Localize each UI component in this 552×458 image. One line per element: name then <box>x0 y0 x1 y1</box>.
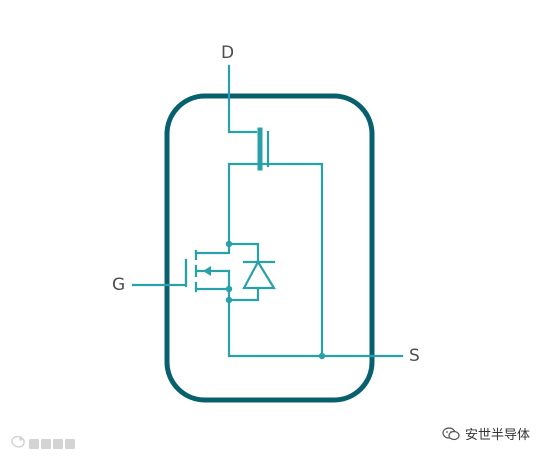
diode-triangle <box>242 259 276 290</box>
channel-to-lv-drain-wire <box>227 162 270 246</box>
diode-bottom-wire <box>227 286 260 302</box>
watermark-text: 安世半导体 <box>465 428 531 443</box>
gate-wire <box>131 258 188 287</box>
junction-dot <box>318 352 326 360</box>
wechat-icon <box>442 426 460 441</box>
drain-label: D <box>221 43 235 63</box>
source-label: S <box>409 346 420 366</box>
watermark-logo-icon <box>11 435 25 448</box>
lv-body-arrow <box>203 266 211 276</box>
lv-drain-lead <box>194 242 231 255</box>
junction-dot <box>225 296 233 304</box>
lv-source-lead <box>194 287 231 302</box>
drain-wire <box>227 64 258 134</box>
source-wire <box>227 298 404 358</box>
watermark: 安世半导体 <box>442 424 530 443</box>
package-outline <box>164 93 375 403</box>
diode-top-wire <box>227 242 260 264</box>
channel-to-source-wire <box>266 162 324 358</box>
junction-dot <box>225 285 233 293</box>
junction-dot <box>225 240 233 248</box>
gate-label: G <box>112 275 126 295</box>
watermark-faint-text <box>29 439 75 449</box>
